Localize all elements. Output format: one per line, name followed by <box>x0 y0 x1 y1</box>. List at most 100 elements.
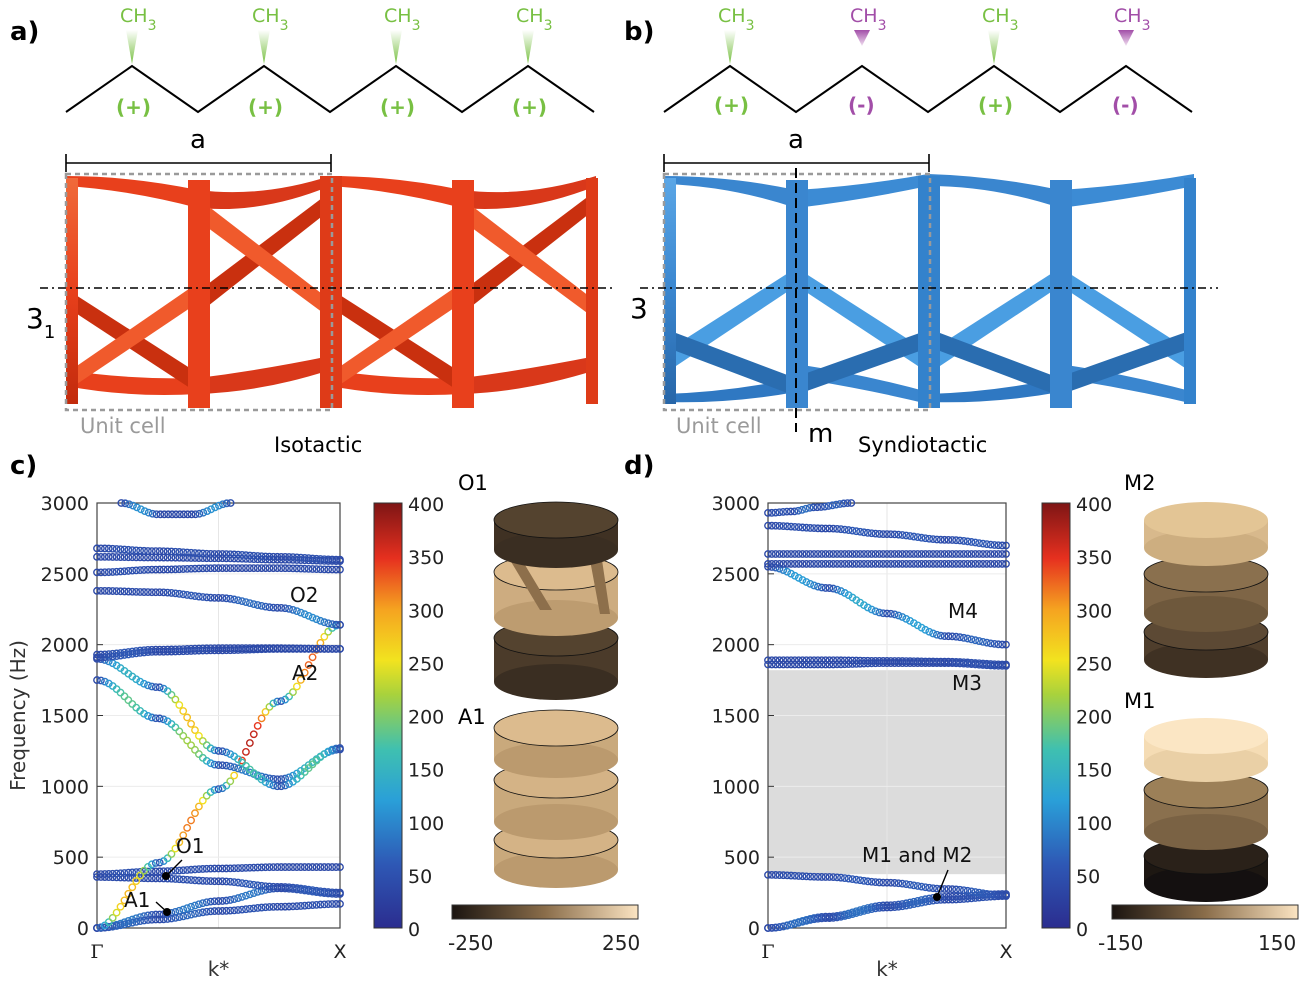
data-point <box>308 554 317 563</box>
polymer-chain-b <box>663 64 1193 114</box>
data-point <box>151 915 160 924</box>
data-point <box>844 560 853 568</box>
data-point <box>925 534 934 543</box>
colorbar-tick-label: 100 <box>1076 813 1112 835</box>
data-point <box>936 631 945 640</box>
data-point <box>848 910 857 919</box>
data-point <box>167 690 176 699</box>
inset-label-a1: A1 <box>458 705 486 729</box>
data-point <box>312 565 321 574</box>
data-point <box>902 560 911 568</box>
data-point <box>848 526 857 535</box>
data-point <box>952 657 960 666</box>
svg-text:CH3: CH3 <box>384 5 420 34</box>
data-point <box>253 644 262 653</box>
data-point <box>187 741 195 750</box>
data-point <box>833 524 841 533</box>
data-point <box>261 778 270 786</box>
data-point <box>825 560 834 568</box>
symmetry-subscript: 1 <box>44 322 55 343</box>
data-point <box>265 644 274 653</box>
data-point <box>261 644 270 653</box>
data-point <box>206 744 215 753</box>
data-point <box>833 656 841 665</box>
data-point <box>187 910 195 919</box>
data-point <box>917 533 926 542</box>
data-point <box>894 560 903 568</box>
data-point <box>328 745 337 754</box>
data-point <box>852 550 861 558</box>
diagonal-strut <box>464 206 594 318</box>
data-point <box>971 550 980 558</box>
data-point <box>273 564 282 573</box>
data-point <box>265 603 274 612</box>
data-point <box>129 501 137 510</box>
data-point <box>277 863 286 871</box>
data-point <box>982 550 991 558</box>
data-point <box>238 879 246 887</box>
data-point <box>332 555 340 564</box>
data-point <box>783 567 792 576</box>
data-point <box>136 677 145 686</box>
sign-label: (+) <box>512 95 547 119</box>
data-point <box>906 657 914 666</box>
data-point <box>308 886 317 895</box>
data-point <box>308 653 317 662</box>
data-point <box>837 525 845 534</box>
data-point <box>128 918 137 927</box>
data-point <box>167 850 176 858</box>
beam <box>66 176 198 208</box>
data-point <box>802 550 811 558</box>
data-point <box>214 761 223 769</box>
data-point <box>163 588 172 597</box>
data-point <box>108 544 117 553</box>
beam <box>928 174 1060 208</box>
data-point <box>147 910 156 919</box>
data-point <box>183 510 192 519</box>
data-point <box>206 877 215 886</box>
data-point <box>921 560 930 568</box>
data-point <box>132 546 141 555</box>
data-point <box>140 546 148 555</box>
data-point <box>779 560 788 568</box>
data-point <box>328 888 337 897</box>
data-point <box>925 627 934 636</box>
column <box>1184 178 1196 404</box>
data-point <box>210 550 219 558</box>
data-point <box>198 737 207 745</box>
data-point <box>155 547 164 556</box>
svg-text:CH3: CH3 <box>516 5 552 34</box>
inset-label-m2: M2 <box>1124 471 1155 495</box>
data-point <box>913 882 922 890</box>
data-point <box>230 595 239 604</box>
data-point <box>183 591 192 599</box>
data-point <box>316 887 325 896</box>
data-point <box>226 896 235 904</box>
data-point <box>277 644 286 653</box>
data-point <box>171 875 180 883</box>
data-point <box>986 540 995 549</box>
data-point <box>273 782 282 791</box>
data-point <box>883 530 891 539</box>
data-point <box>840 525 849 534</box>
data-point <box>798 660 807 669</box>
data-point <box>828 501 837 510</box>
data-point <box>890 560 899 568</box>
data-point <box>226 877 235 886</box>
data-point <box>93 650 101 659</box>
mode-shape-o1 <box>493 501 619 700</box>
data-point <box>771 508 780 517</box>
data-point <box>175 866 184 875</box>
data-point <box>136 588 145 596</box>
data-point <box>155 910 164 919</box>
data-point <box>833 585 841 594</box>
data-point <box>300 564 309 573</box>
data-point <box>179 553 188 562</box>
data-point <box>852 527 861 536</box>
data-point <box>206 593 215 602</box>
diagonal-strut <box>464 192 594 306</box>
data-point <box>191 876 199 885</box>
data-point <box>179 707 188 715</box>
y-tick-label: 1500 <box>712 706 760 728</box>
data-point <box>825 873 834 881</box>
